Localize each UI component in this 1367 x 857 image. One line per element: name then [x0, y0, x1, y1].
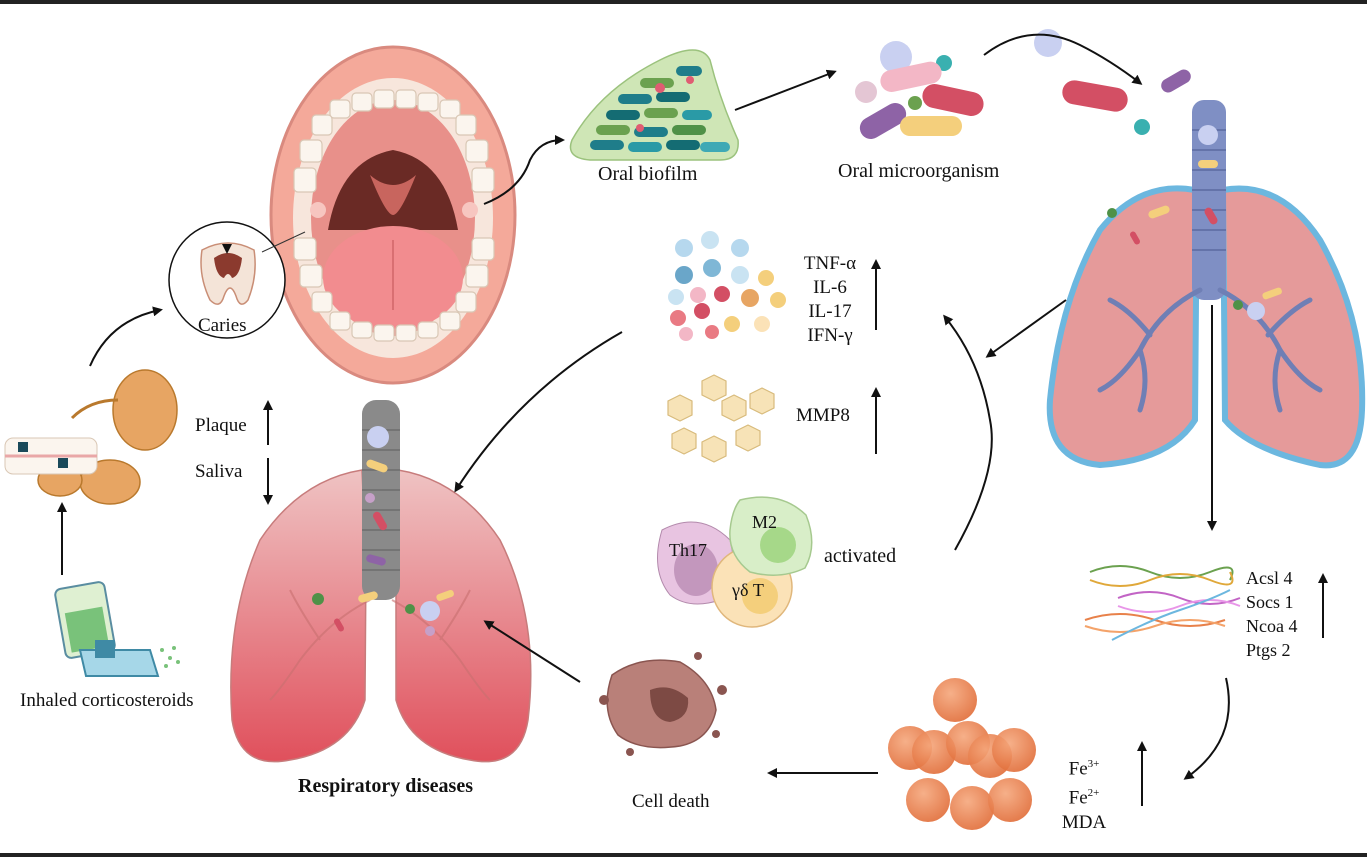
label-oral-biofilm: Oral biofilm: [598, 163, 698, 185]
immune-cells: [657, 496, 813, 628]
left-lungs-illustration: [230, 400, 532, 763]
microorganism-illustration: [855, 29, 1191, 139]
label-caries: Caries: [198, 315, 247, 336]
gene-item: Ncoa 4: [1246, 616, 1298, 636]
top-border: [0, 0, 1367, 4]
inhaler-illustration: [54, 581, 180, 677]
right-lungs-illustration: [1046, 100, 1366, 469]
label-saliva: Saliva: [195, 461, 243, 482]
label-respiratory-diseases: Respiratory diseases: [298, 775, 473, 797]
mmp8-hexagons: [667, 374, 775, 463]
label-mmp8: MMP8: [796, 405, 850, 426]
iron-spheres: [888, 678, 1036, 830]
label-plaque: Plaque: [195, 415, 247, 436]
cytokine-item: TNF-α: [803, 253, 857, 274]
indicator-arrows: [263, 259, 1328, 806]
label-activated: activated: [824, 545, 897, 567]
cytokine-item: IFN-γ: [807, 325, 853, 346]
label-inhaled-corticosteroids: Inhaled corticosteroids: [20, 690, 194, 711]
cytokine-item: IL-6: [813, 277, 847, 298]
iron-list: Fe3+ Fe2+ MDA: [1052, 752, 1116, 835]
gene-list: Acsl 4 Socs 1 Ncoa 4 Ptgs 2: [1246, 566, 1297, 662]
dna-illustration: [1084, 565, 1241, 641]
saliva-gland-illustration: [4, 369, 178, 505]
bottom-border: [0, 853, 1367, 857]
cell-death-illustration: [599, 652, 727, 756]
biofilm-illustration: [569, 49, 739, 161]
label-gamma-delta-t: γδ T: [732, 580, 764, 600]
cytokine-list: TNF-α IL-6 IL-17 IFN-γ: [796, 252, 864, 348]
iron-fe3: Fe3+: [1068, 758, 1100, 780]
caries-illustration: [168, 221, 306, 339]
gene-item: Ptgs 2: [1246, 640, 1291, 660]
label-cell-death: Cell death: [632, 791, 710, 812]
iron-fe2: Fe2+: [1068, 787, 1100, 809]
mouth-illustration: [269, 45, 517, 385]
label-oral-microorganism: Oral microorganism: [838, 160, 1000, 182]
flow-arrows: [57, 33, 1230, 780]
gene-item: Acsl 4: [1246, 568, 1293, 588]
cytokine-item: IL-17: [808, 301, 852, 322]
label-m2: M2: [752, 512, 778, 532]
iron-mda: MDA: [1061, 811, 1107, 833]
label-th17: Th17: [669, 540, 707, 560]
gene-item: Socs 1: [1246, 592, 1294, 612]
cytokine-dots: [668, 231, 786, 341]
